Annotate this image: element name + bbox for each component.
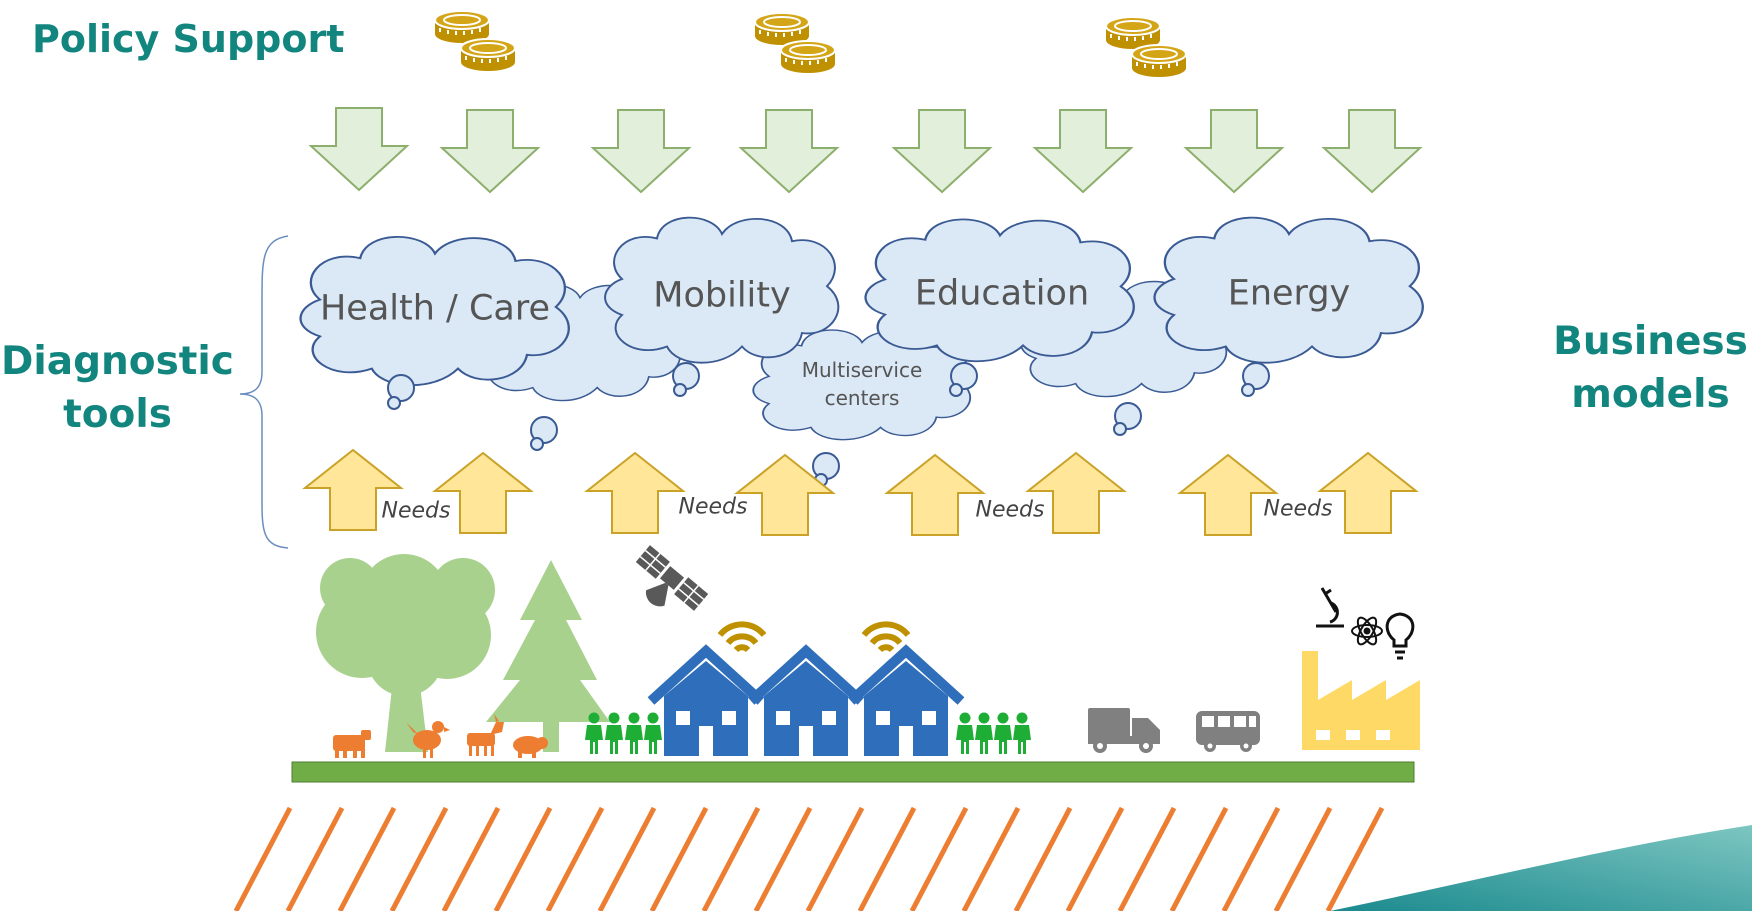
coins-icon: [1105, 16, 1187, 78]
pig-icon: [513, 736, 548, 758]
down-arrows: [310, 107, 1421, 193]
wifi-icon: [720, 624, 764, 650]
tree-icon: [486, 560, 610, 752]
bus-icon: [1196, 711, 1260, 752]
coins-icon: [434, 10, 516, 72]
policy-support-label: Policy Support: [32, 17, 345, 61]
people-icon: [585, 712, 662, 754]
goat-icon: [467, 714, 504, 756]
decorative-swoosh: [1330, 825, 1752, 911]
brace: [239, 235, 289, 549]
satellite-icon: [635, 545, 709, 611]
truck-icon: [1088, 708, 1160, 753]
people-icon: [956, 712, 1031, 754]
factory-icon: [1302, 651, 1420, 750]
house-icon: [751, 651, 861, 756]
needs-label: Needs: [975, 497, 1045, 523]
needs-label: Needs: [1263, 496, 1333, 522]
cow-icon: [333, 730, 371, 758]
cloud-label-mobility: Mobility: [653, 275, 791, 316]
needs-label: Needs: [678, 494, 748, 520]
wifi-icon: [864, 624, 908, 650]
chicken-icon: [406, 721, 450, 758]
up-arrows: [304, 449, 1417, 536]
tree-icon: [316, 554, 495, 752]
house-icon: [851, 651, 961, 756]
cloud-label-education: Education: [914, 273, 1090, 314]
lightbulb-icon: [1385, 612, 1415, 660]
needs-label: Needs: [381, 498, 451, 524]
ground-bar: [291, 761, 1415, 783]
cloud-label-multiservice: Multiservice centers: [801, 358, 923, 410]
house-icon: [651, 651, 761, 756]
coins-icon: [754, 12, 836, 74]
soil-hatching: [233, 806, 1385, 911]
microscope-icon: [1316, 587, 1344, 628]
diagnostic-tools-label: Diagnostic tools: [1, 339, 234, 437]
atom-icon: [1351, 616, 1383, 646]
cloud-label-health-care: Health / Care: [319, 288, 551, 329]
cloud-label-energy: Energy: [1227, 273, 1351, 314]
business-models-label: Business models: [1553, 319, 1748, 417]
